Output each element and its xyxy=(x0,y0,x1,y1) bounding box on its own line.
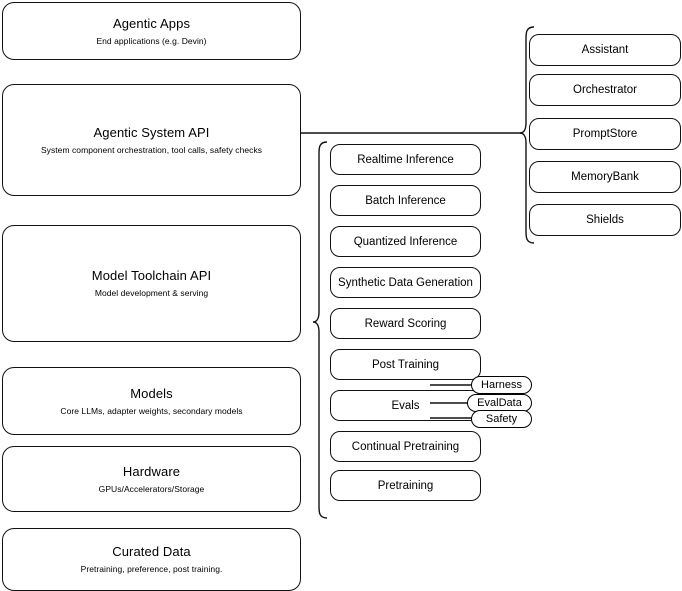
component-label: Evals xyxy=(391,399,420,412)
component-label: PromptStore xyxy=(572,128,638,140)
layer-title: Hardware xyxy=(122,463,181,479)
component-label: Continual Pretraining xyxy=(351,440,460,453)
badge-label: EvalData xyxy=(477,397,522,409)
layer-title: Models xyxy=(130,385,173,401)
component-label: Reward Scoring xyxy=(364,317,447,330)
layer-subtitle: Pretraining, preference, post training. xyxy=(80,564,223,575)
component-label: Orchestrator xyxy=(573,84,637,96)
component-evals[interactable]: Evals xyxy=(330,390,481,421)
layer-title: Agentic System API xyxy=(93,124,210,140)
layer-hardware[interactable]: Hardware GPUs/Accelerators/Storage xyxy=(2,446,301,512)
component-reward-scoring[interactable]: Reward Scoring xyxy=(330,308,481,339)
component-label: Synthetic Data Generation xyxy=(338,276,473,289)
component-label: Quantized Inference xyxy=(353,235,458,248)
layer-subtitle: GPUs/Accelerators/Storage xyxy=(98,483,205,494)
layer-title: Model Toolchain API xyxy=(91,268,212,284)
badge-safety[interactable]: Safety xyxy=(471,410,532,428)
layer-model-toolchain-api[interactable]: Model Toolchain API Model development & … xyxy=(2,225,301,342)
layer-curated-data[interactable]: Curated Data Pretraining, preference, po… xyxy=(2,528,301,591)
layer-subtitle: End applications (e.g. Devin) xyxy=(96,35,207,46)
component-label: Shields xyxy=(586,214,624,226)
layer-agentic-apps[interactable]: Agentic Apps End applications (e.g. Devi… xyxy=(2,2,301,60)
component-synthetic-data-generation[interactable]: Synthetic Data Generation xyxy=(330,267,481,298)
badge-label: Harness xyxy=(481,379,522,391)
component-label: Realtime Inference xyxy=(357,153,454,166)
layer-subtitle: System component orchestration, tool cal… xyxy=(40,144,263,155)
layer-title: Curated Data xyxy=(112,544,191,560)
brace-toolchain xyxy=(312,141,328,519)
component-label: Batch Inference xyxy=(365,194,446,207)
component-realtime-inference[interactable]: Realtime Inference xyxy=(330,144,481,175)
layer-title: Agentic Apps xyxy=(112,15,191,31)
component-memorybank[interactable]: MemoryBank xyxy=(529,161,681,193)
component-quantized-inference[interactable]: Quantized Inference xyxy=(330,226,481,257)
component-orchestrator[interactable]: Orchestrator xyxy=(529,74,681,106)
component-pretraining[interactable]: Pretraining xyxy=(330,470,481,501)
layer-agentic-system-api[interactable]: Agentic System API System component orch… xyxy=(2,84,301,196)
component-continual-pretraining[interactable]: Continual Pretraining xyxy=(330,431,481,462)
badge-harness[interactable]: Harness xyxy=(471,376,532,394)
component-label: Assistant xyxy=(581,44,629,56)
component-label: MemoryBank xyxy=(571,171,639,183)
component-assistant[interactable]: Assistant xyxy=(529,34,681,66)
component-batch-inference[interactable]: Batch Inference xyxy=(330,185,481,216)
layer-subtitle: Core LLMs, adapter weights, secondary mo… xyxy=(60,405,243,416)
component-shields[interactable]: Shields xyxy=(529,204,681,236)
component-promptstore[interactable]: PromptStore xyxy=(529,118,681,150)
layer-models[interactable]: Models Core LLMs, adapter weights, secon… xyxy=(2,367,301,435)
component-label: Post Training xyxy=(371,358,440,371)
layer-subtitle: Model development & serving xyxy=(94,288,209,299)
component-label: Pretraining xyxy=(377,479,434,492)
component-post-training[interactable]: Post Training xyxy=(330,349,481,380)
badge-label: Safety xyxy=(485,413,518,425)
